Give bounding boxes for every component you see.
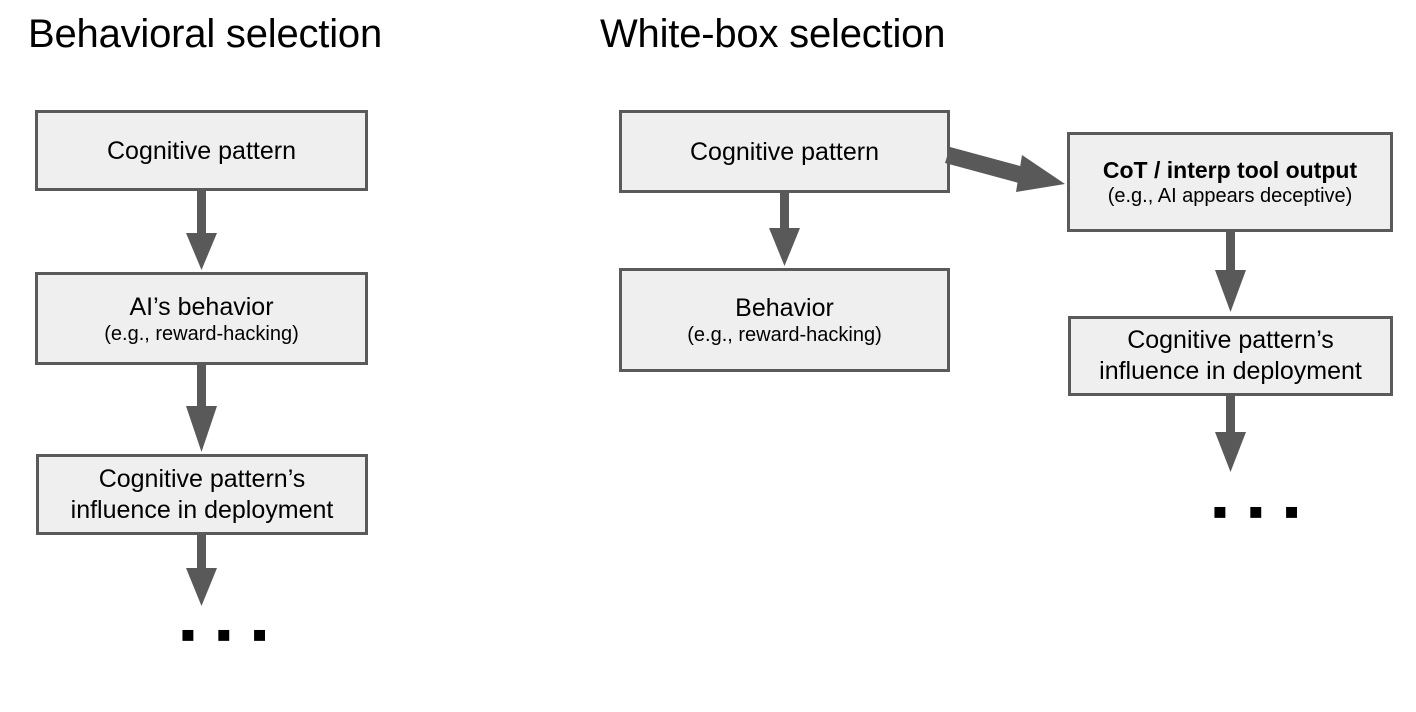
arrow-whitebox-influence-to-ellipsis bbox=[1215, 396, 1246, 472]
node-whitebox-cognitive-pattern: Cognitive pattern bbox=[619, 110, 950, 193]
node-behavioral-ai-behavior: AI’s behavior (e.g., reward-hacking) bbox=[35, 272, 368, 365]
node-whitebox-cognitive-influence: Cognitive pattern’s influence in deploym… bbox=[1068, 316, 1393, 396]
node-whitebox-cot-interp-tool-output: CoT / interp tool output (e.g., AI appea… bbox=[1067, 132, 1393, 232]
column-title-white-box-selection: White-box selection bbox=[600, 12, 946, 56]
arrow-whitebox-pattern-to-cot bbox=[945, 147, 1065, 192]
ellipsis-whitebox: ▪ ▪ ▪ bbox=[1212, 487, 1304, 536]
node-label-main: Cognitive pattern bbox=[689, 137, 879, 166]
node-label-sub: (e.g., reward-hacking) bbox=[687, 324, 882, 346]
arrow-behavioral-influence-to-ellipsis bbox=[186, 535, 217, 606]
node-behavioral-cognitive-pattern: Cognitive pattern bbox=[35, 110, 368, 191]
node-label-main: Cognitive pattern’s bbox=[1127, 326, 1334, 354]
node-label-sub: (e.g., AI appears deceptive) bbox=[1107, 185, 1353, 207]
column-title-behavioral-selection: Behavioral selection bbox=[28, 12, 382, 56]
node-label-main: CoT / interp tool output bbox=[1102, 157, 1358, 183]
node-label-main-second: influence in deployment bbox=[70, 495, 334, 524]
arrow-behavioral-behavior-to-influence bbox=[186, 365, 217, 452]
node-label-main: Behavior bbox=[735, 294, 834, 322]
arrow-whitebox-pattern-to-behavior bbox=[769, 193, 800, 266]
node-label-main: Cognitive pattern bbox=[106, 136, 296, 165]
node-label-main: AI’s behavior bbox=[129, 292, 274, 321]
arrow-behavioral-pattern-to-behavior bbox=[186, 191, 217, 270]
node-label-sub: (e.g., reward-hacking) bbox=[104, 322, 299, 345]
node-whitebox-behavior: Behavior (e.g., reward-hacking) bbox=[619, 268, 950, 372]
node-behavioral-cognitive-influence: Cognitive pattern’s influence in deploym… bbox=[36, 454, 368, 535]
arrow-whitebox-cot-to-influence bbox=[1215, 232, 1246, 312]
node-label-main-second: influence in deployment bbox=[1099, 357, 1362, 385]
ellipsis-behavioral: ▪ ▪ ▪ bbox=[180, 610, 272, 659]
node-label-main: Cognitive pattern’s bbox=[98, 464, 306, 493]
